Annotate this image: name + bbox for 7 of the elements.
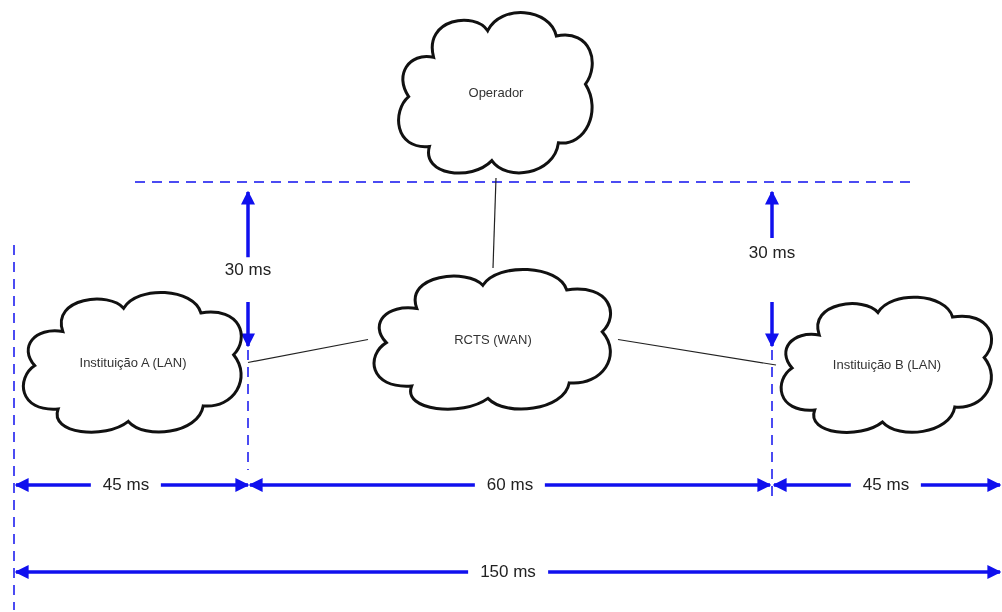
- connector-line: [247, 338, 369, 364]
- node-label: RCTS (WAN): [453, 330, 533, 349]
- connector-line: [492, 177, 497, 269]
- node-label: Instituição B (LAN): [832, 356, 942, 374]
- node-label: Instituição A (LAN): [78, 353, 188, 372]
- connector-line: [617, 338, 777, 366]
- node-label: Operador: [467, 84, 525, 102]
